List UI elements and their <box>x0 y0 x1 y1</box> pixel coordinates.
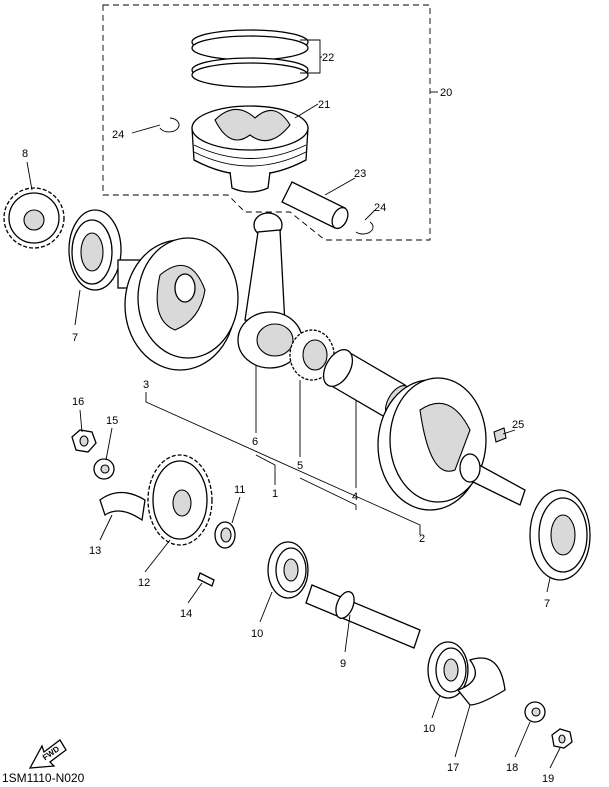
piston-pin <box>281 181 349 230</box>
connecting-rod <box>237 212 303 369</box>
nut-16 <box>71 429 97 453</box>
crank-web-right <box>377 377 526 511</box>
callout-14: 14 <box>180 608 192 620</box>
callout-20: 20 <box>440 87 452 99</box>
callout-24: 24 <box>374 202 386 214</box>
callout-18: 18 <box>506 762 518 774</box>
callout-19: 19 <box>542 773 554 785</box>
circlip-left <box>159 117 180 133</box>
washer-15 <box>93 458 115 480</box>
needle-bearing <box>289 329 335 381</box>
callout-3: 3 <box>143 379 149 391</box>
bearing-10-upper <box>267 541 309 599</box>
bearing-10-lower <box>427 641 469 699</box>
forward-arrow-icon: FWD <box>28 739 67 769</box>
bearing-right <box>529 489 591 581</box>
callout-7: 7 <box>72 332 78 344</box>
nut-19 <box>551 728 573 749</box>
circlip-right <box>355 221 374 235</box>
callout-13: 13 <box>89 545 101 557</box>
callout-6: 6 <box>252 436 258 448</box>
balancer-gear <box>147 454 213 546</box>
callout-10: 10 <box>251 628 263 640</box>
callout-17: 17 <box>447 762 459 774</box>
callout-1: 1 <box>272 488 278 500</box>
balancer-shaft <box>305 584 421 649</box>
bolt-14 <box>197 572 215 587</box>
callout-21: 21 <box>318 99 330 111</box>
callout-12: 12 <box>138 577 150 589</box>
callout-4: 4 <box>352 491 358 503</box>
diagram-code: 1SM1110-N020 <box>2 771 85 785</box>
callout-2: 2 <box>419 533 425 545</box>
callout-25: 25 <box>512 419 524 431</box>
collar-11 <box>214 521 236 549</box>
callout-5: 5 <box>297 460 303 472</box>
callout-labels: 22 20 21 24 23 24 8 7 3 6 5 1 4 25 16 15… <box>22 52 554 785</box>
balancer-weight-left <box>99 491 146 522</box>
callout-10: 10 <box>423 723 435 735</box>
piston-group-box <box>102 4 431 241</box>
callout-23: 23 <box>354 168 366 180</box>
piston-rings <box>191 29 309 88</box>
callout-8: 8 <box>22 148 28 160</box>
callout-7: 7 <box>544 598 550 610</box>
callout-24: 24 <box>112 129 124 141</box>
callout-9: 9 <box>340 658 346 670</box>
balancer-weight-right <box>456 657 506 706</box>
piston <box>191 105 309 193</box>
callout-22: 22 <box>322 52 334 64</box>
leader-lines <box>26 39 561 769</box>
drive-gear <box>3 187 65 249</box>
callout-15: 15 <box>106 415 118 427</box>
washer-18 <box>524 701 546 723</box>
woodruff-key <box>493 427 507 443</box>
callout-11: 11 <box>234 484 245 496</box>
bearing-left <box>68 209 122 291</box>
callout-16: 16 <box>72 396 84 408</box>
crank-web-left <box>117 237 239 371</box>
